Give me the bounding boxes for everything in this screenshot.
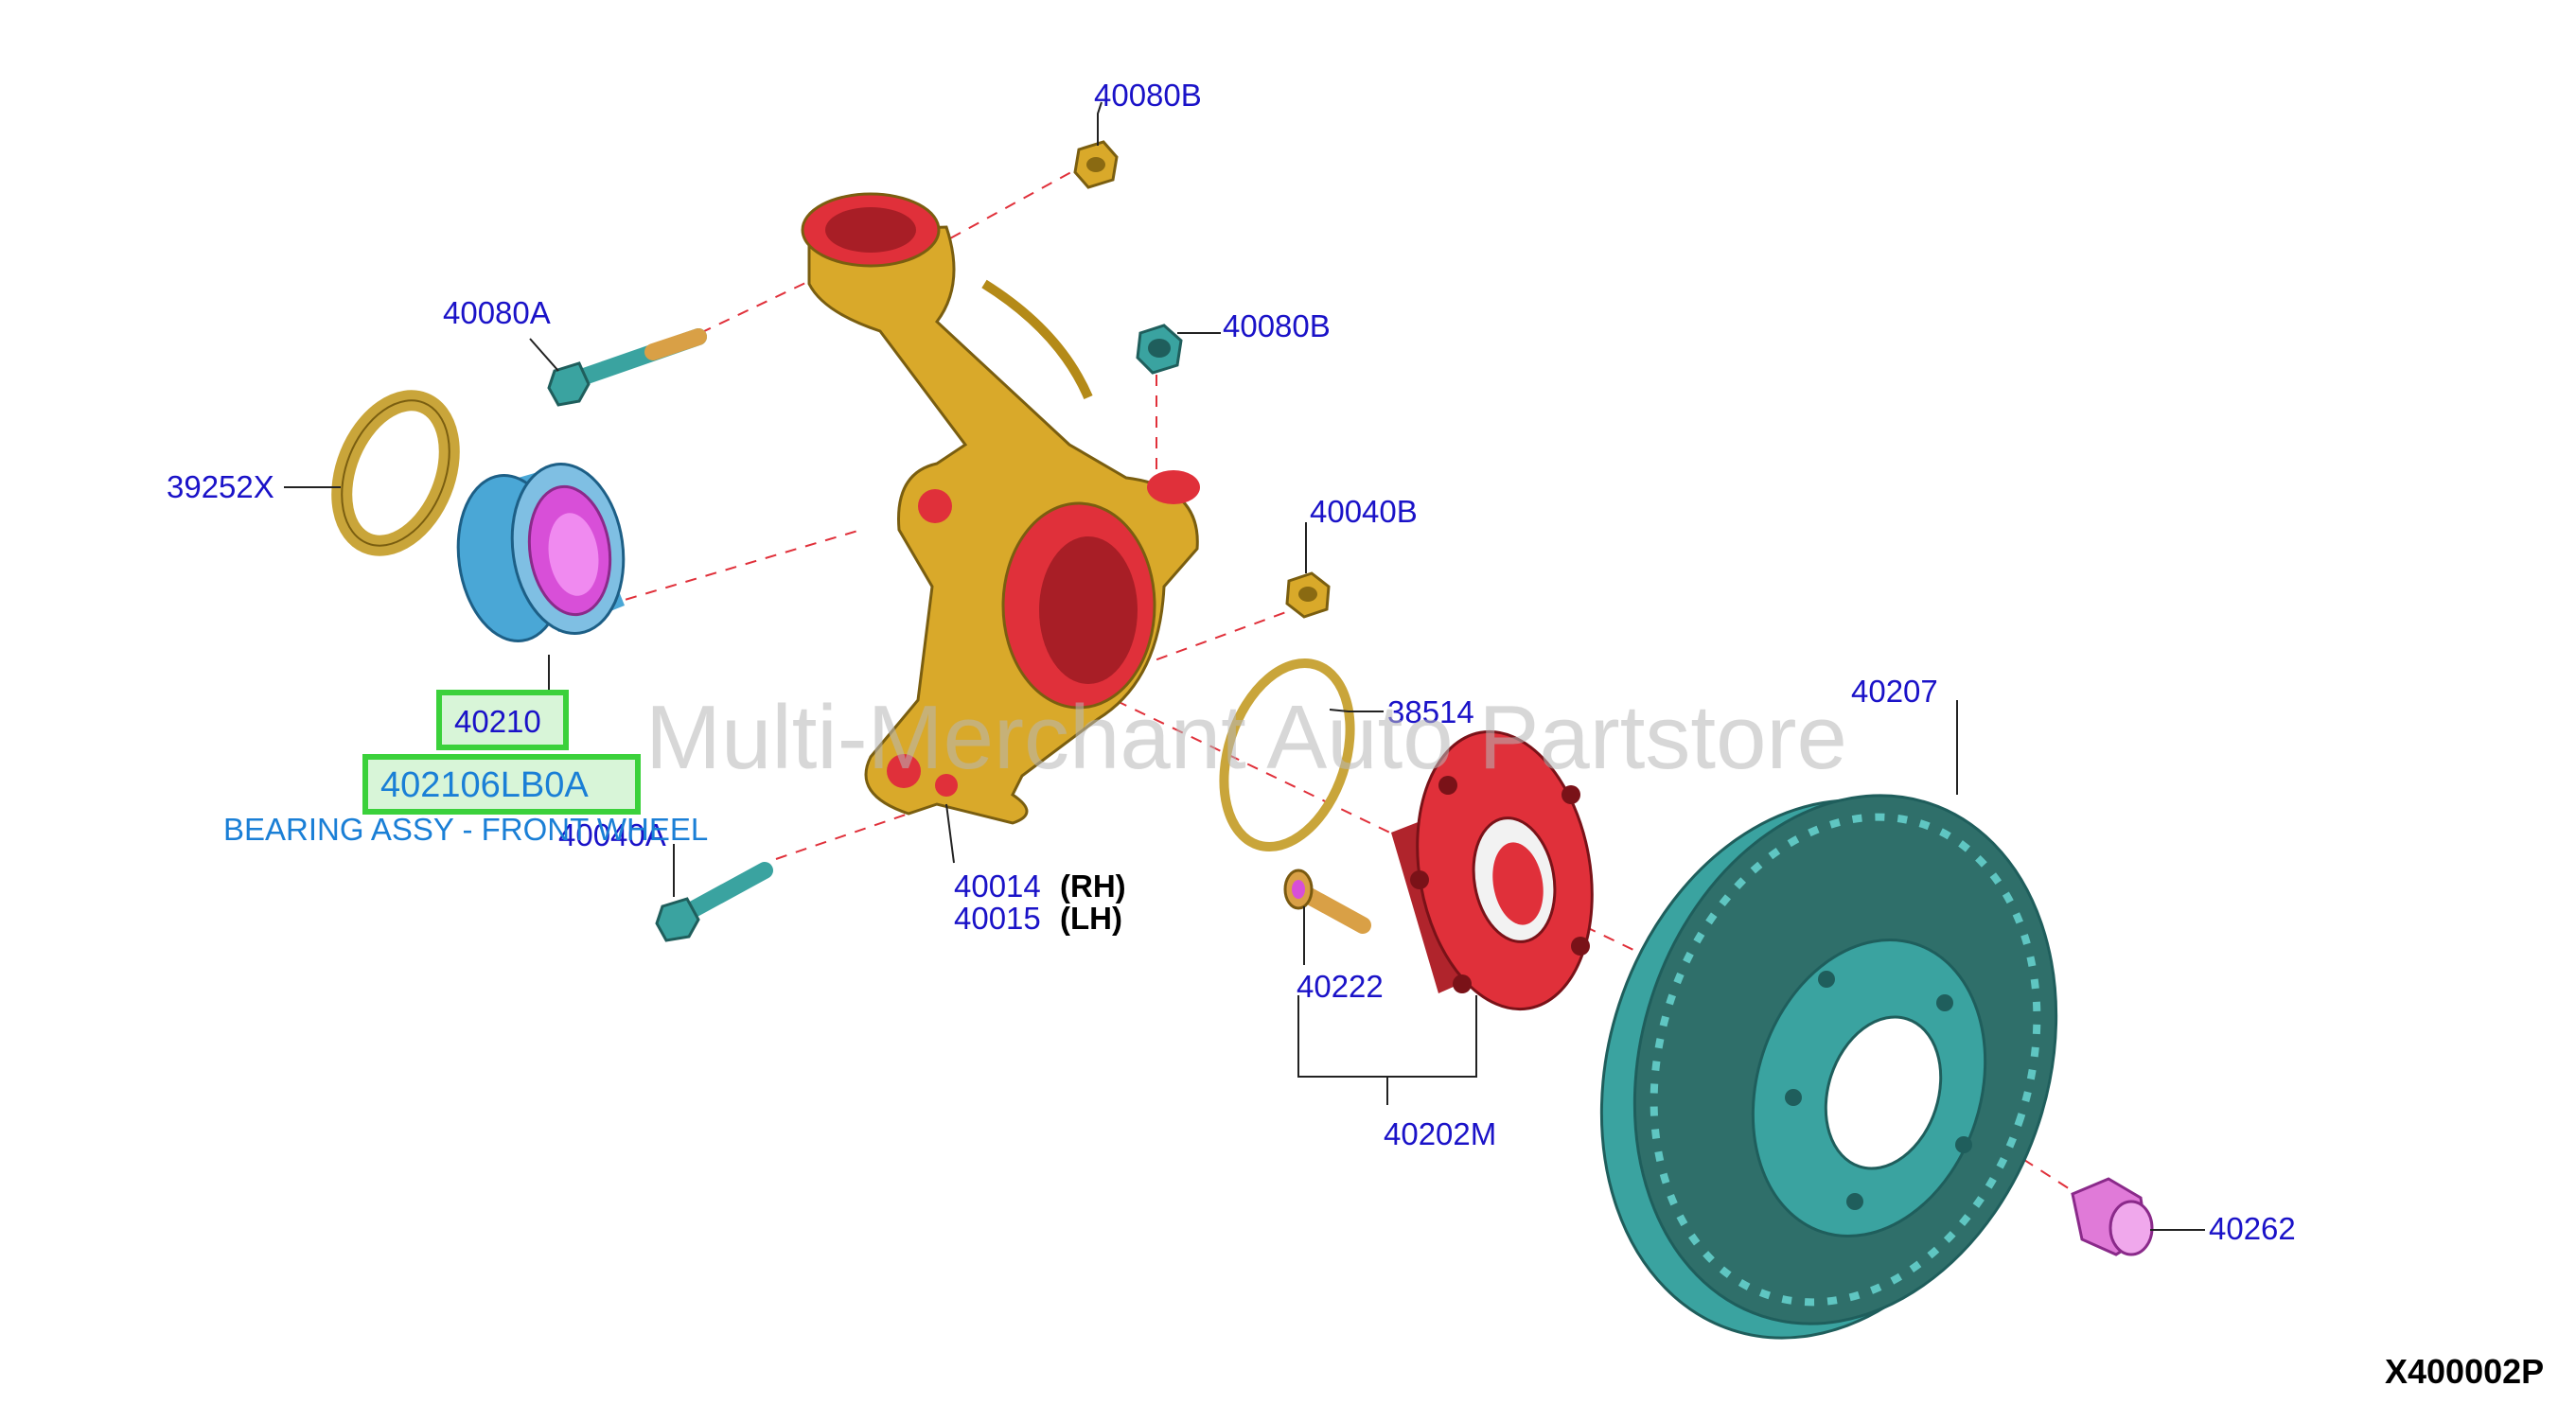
- label-bearing-ref[interactable]: 40210: [454, 704, 541, 739]
- nut-mid-40080b: [1136, 324, 1183, 375]
- diagram-code: X400002P: [2385, 1352, 2544, 1391]
- highlight-box-part-number[interactable]: [362, 754, 641, 815]
- nut-top-40080b: [1073, 140, 1119, 189]
- label-hub-assy[interactable]: 40202M: [1384, 1116, 1496, 1151]
- highlight-box-ref: [436, 690, 569, 750]
- label-stud[interactable]: 40222: [1297, 969, 1384, 1004]
- label-nut-top[interactable]: 40080B: [1094, 78, 1202, 113]
- bearing-description: BEARING ASSY - FRONT WHEEL: [223, 812, 708, 847]
- leader-lines: [284, 101, 2205, 1231]
- label-bolt-lower[interactable]: 40040A: [558, 817, 666, 852]
- label-side-lh: (LH): [1060, 901, 1122, 936]
- steering-knuckle: [801, 192, 1200, 825]
- bolt-upper-40080a: [547, 328, 707, 407]
- assembly-dash-lines: [605, 162, 2078, 1195]
- label-bolt-upper[interactable]: 40080A: [443, 295, 551, 330]
- label-nut-mid[interactable]: 40080B: [1223, 308, 1331, 343]
- label-hub-nut[interactable]: 40262: [2209, 1211, 2296, 1246]
- label-snap-ring[interactable]: 38514: [1387, 694, 1474, 729]
- watermark: Multi-Merchant Auto Partstore: [645, 687, 1847, 788]
- label-seal[interactable]: 39252X: [167, 469, 274, 504]
- bolt-lower-40040a: [655, 862, 773, 942]
- label-side-rh: (RH): [1060, 869, 1126, 904]
- snap-ring-38514: [1219, 658, 1355, 852]
- label-nut-lower[interactable]: 40040B: [1310, 494, 1418, 529]
- brake-rotor-40207: [1599, 794, 2058, 1340]
- wheel-hub-40202m: [1391, 729, 1594, 1011]
- bearing-part-number[interactable]: 402106LB0A: [380, 765, 589, 805]
- wheel-bearing-40210: [456, 463, 626, 642]
- hub-nut-40262: [2071, 1177, 2154, 1256]
- label-knuckle-rh[interactable]: 40014: [954, 869, 1041, 904]
- nut-40040b: [1285, 571, 1331, 619]
- seal-39252x: [331, 390, 460, 556]
- wheel-stud-40222: [1283, 869, 1371, 934]
- label-rotor[interactable]: 40207: [1851, 674, 1938, 709]
- label-knuckle-lh[interactable]: 40015: [954, 901, 1041, 936]
